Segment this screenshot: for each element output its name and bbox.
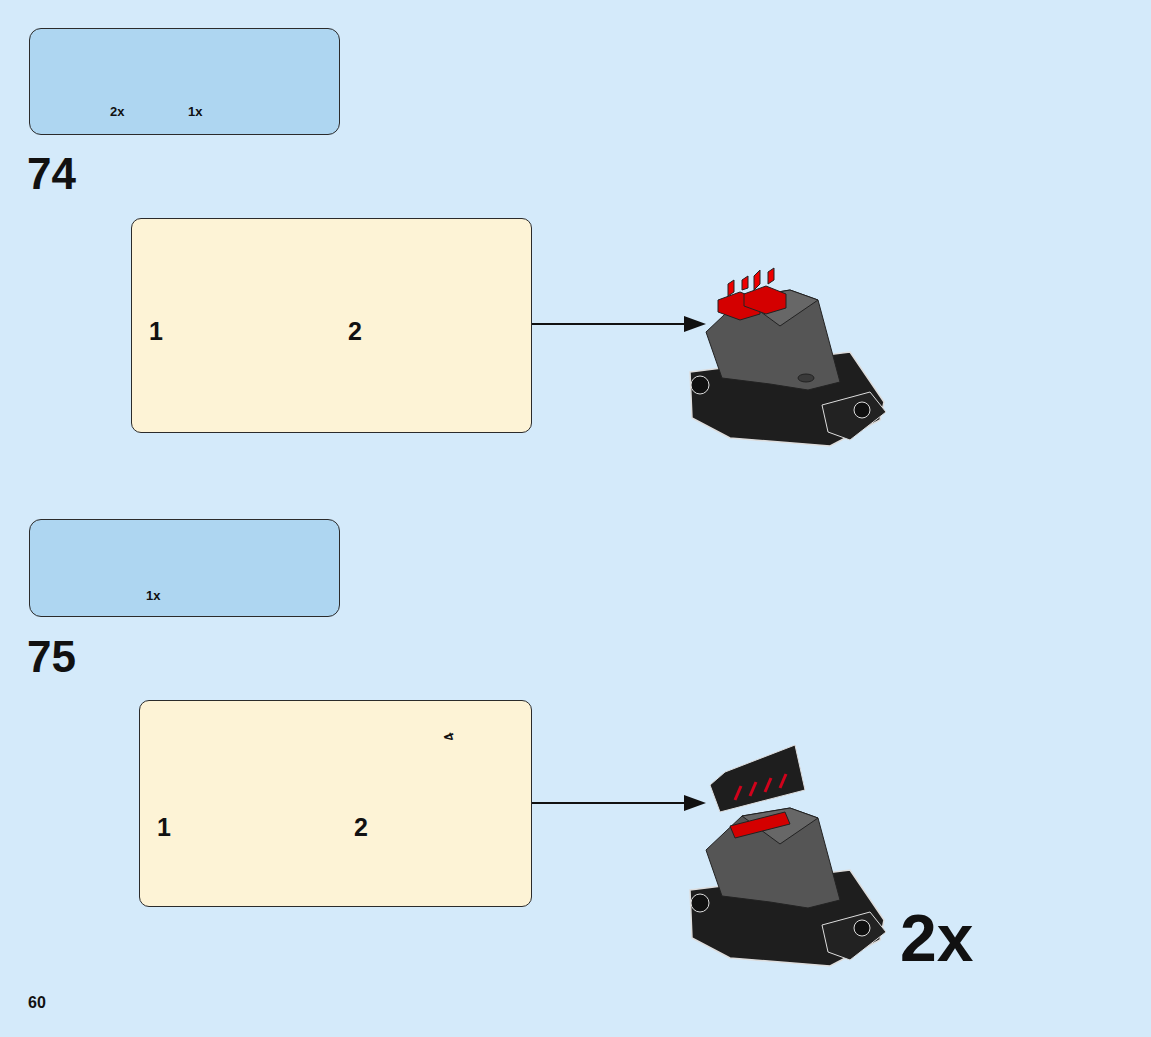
substep-number: 1	[157, 815, 171, 840]
result-arrow	[532, 316, 706, 811]
assembly-result-75	[690, 745, 886, 966]
step-number: 74	[27, 152, 76, 196]
page-number: 60	[28, 995, 46, 1011]
substep-number: 2	[354, 815, 368, 840]
parts-callout-box: 1x	[29, 519, 340, 617]
repeat-count: 2x	[900, 905, 973, 971]
assembly-result-74	[690, 268, 886, 446]
part-quantity: 2x	[110, 105, 124, 118]
substep-number: 2	[348, 319, 362, 344]
substep-panel: 12	[139, 700, 532, 907]
part-quantity: 1x	[188, 105, 202, 118]
substep-number: 1	[149, 319, 163, 344]
parts-callout-box: 2x 1x	[29, 28, 340, 135]
part-quantity: 1x	[146, 589, 160, 602]
substep-panel: 12	[131, 218, 532, 433]
step-number: 75	[27, 635, 76, 679]
